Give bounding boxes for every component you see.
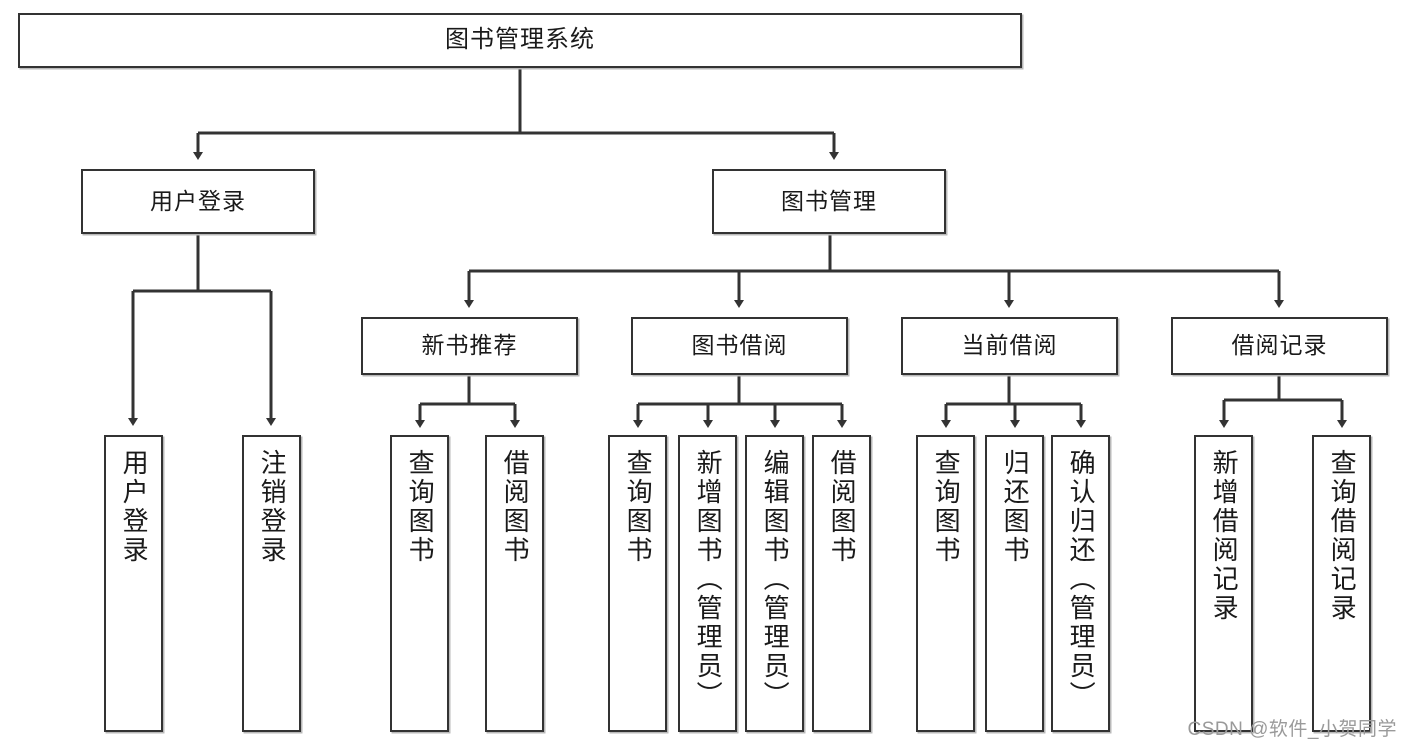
leaf-user-login-logout[interactable]: 注销登录 [242, 435, 301, 732]
leaf-current-borrow-query[interactable]: 查询图书 [916, 435, 975, 732]
node-current-borrow[interactable]: 当前借阅 [901, 317, 1118, 375]
node-root-label: 图书管理系统 [445, 26, 595, 54]
leaf-new-book-borrow[interactable]: 借阅图书 [485, 435, 544, 732]
node-borrow-record-label: 借阅记录 [1231, 332, 1328, 359]
node-new-book-recommend[interactable]: 新书推荐 [361, 317, 578, 375]
leaf-current-borrow-return[interactable]: 归还图书 [985, 435, 1044, 732]
leaf-book-borrow-borrow[interactable]: 借阅图书 [812, 435, 871, 732]
leaf-book-borrow-add[interactable]: 新增图书（管理员） [678, 435, 737, 732]
leaf-new-book-borrow-label: 借阅图书 [500, 449, 531, 565]
node-new-book-recommend-label: 新书推荐 [421, 332, 518, 359]
leaf-new-book-query[interactable]: 查询图书 [390, 435, 449, 732]
node-root[interactable]: 图书管理系统 [18, 13, 1022, 68]
leaf-book-borrow-edit-label: 编辑图书（管理员） [760, 449, 791, 710]
leaf-book-borrow-add-label: 新增图书（管理员） [693, 449, 724, 710]
leaf-borrow-record-query-label: 查询借阅记录 [1327, 449, 1358, 623]
leaf-user-login-login[interactable]: 用户登录 [104, 435, 163, 732]
node-book-management-label: 图书管理 [781, 187, 877, 214]
leaf-new-book-query-label: 查询图书 [405, 449, 436, 565]
node-user-login[interactable]: 用户登录 [81, 169, 315, 234]
leaf-book-borrow-query-label: 查询图书 [623, 449, 654, 565]
leaf-user-login-login-label: 用户登录 [119, 449, 150, 565]
node-user-login-label: 用户登录 [150, 187, 246, 214]
leaf-current-borrow-confirm[interactable]: 确认归还（管理员） [1051, 435, 1110, 732]
node-book-borrow[interactable]: 图书借阅 [631, 317, 848, 375]
leaf-current-borrow-return-label: 归还图书 [1000, 449, 1031, 565]
leaf-current-borrow-query-label: 查询图书 [931, 449, 962, 565]
leaf-book-borrow-query[interactable]: 查询图书 [608, 435, 667, 732]
leaf-book-borrow-borrow-label: 借阅图书 [827, 449, 858, 565]
leaf-borrow-record-query[interactable]: 查询借阅记录 [1312, 435, 1371, 732]
node-book-management[interactable]: 图书管理 [712, 169, 946, 234]
leaf-borrow-record-add[interactable]: 新增借阅记录 [1194, 435, 1253, 732]
node-borrow-record[interactable]: 借阅记录 [1171, 317, 1388, 375]
leaf-book-borrow-edit[interactable]: 编辑图书（管理员） [745, 435, 804, 732]
leaf-user-login-logout-label: 注销登录 [257, 449, 288, 565]
leaf-borrow-record-add-label: 新增借阅记录 [1209, 449, 1240, 623]
node-current-borrow-label: 当前借阅 [961, 332, 1058, 359]
leaf-current-borrow-confirm-label: 确认归还（管理员） [1066, 449, 1097, 710]
node-book-borrow-label: 图书借阅 [691, 332, 788, 359]
